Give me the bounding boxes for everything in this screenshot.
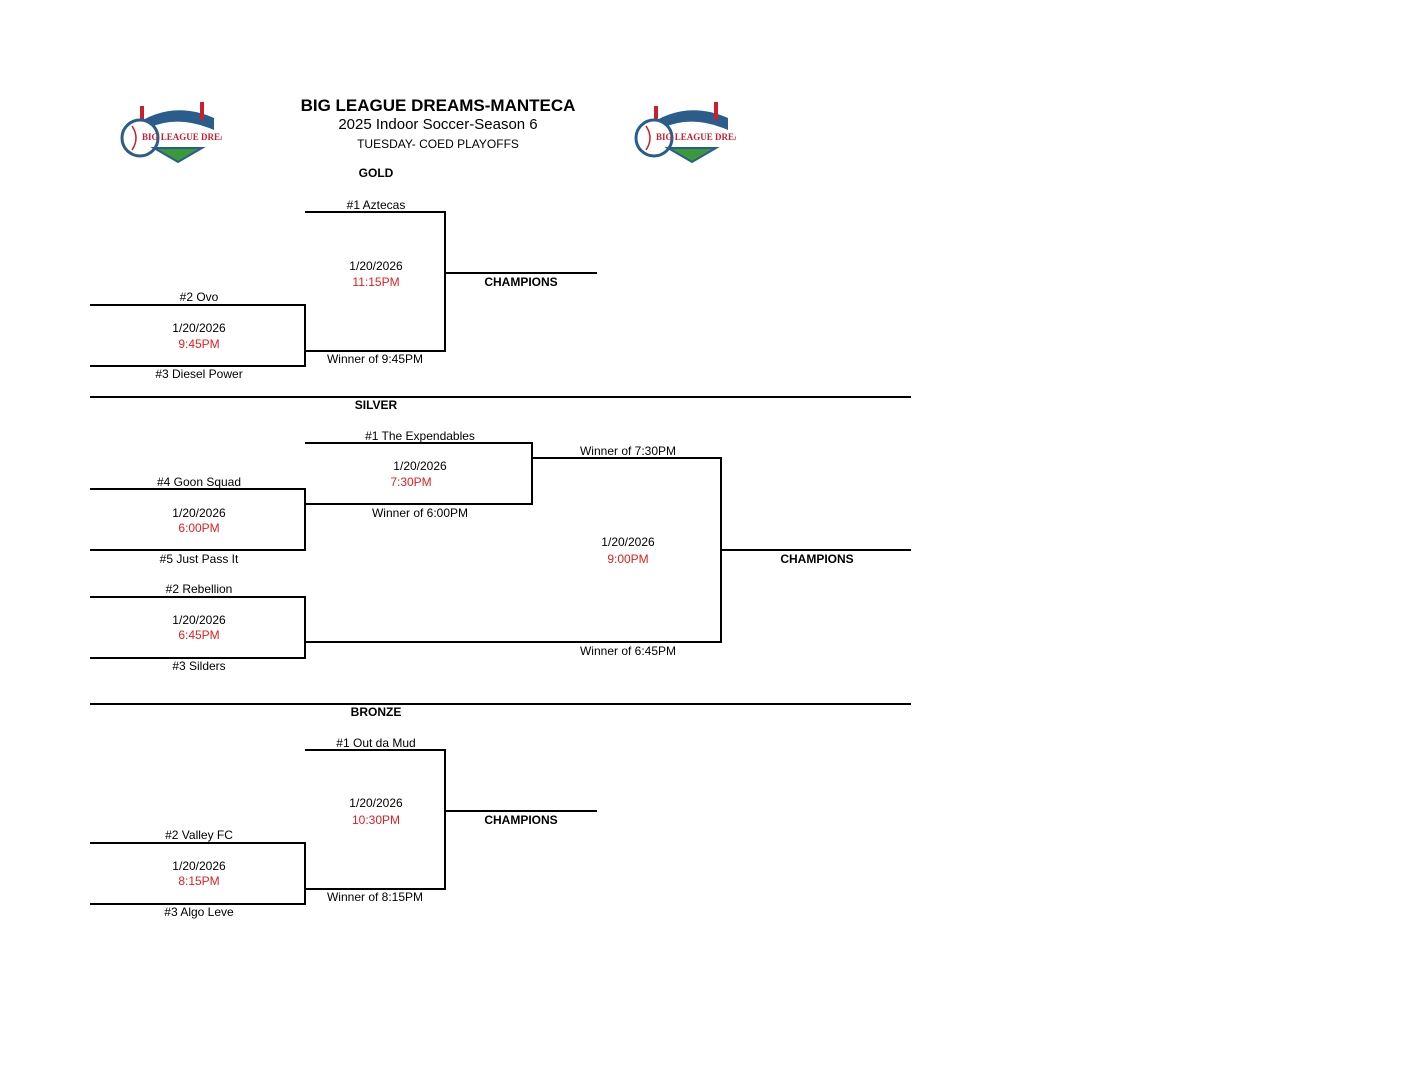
- bracket-line-horizontal: [305, 641, 722, 643]
- bracket-line-vertical: [304, 597, 306, 658]
- bracket-line-horizontal: [305, 350, 446, 352]
- silver-winner-730: Winner of 7:30PM: [579, 444, 677, 458]
- silver-645-time: 6:45PM: [178, 628, 220, 642]
- silver-600-time: 6:00PM: [178, 521, 220, 535]
- silver-730-time: 7:30PM: [390, 475, 432, 489]
- silver-winner-645: Winner of 6:45PM: [579, 644, 677, 658]
- bracket-line-horizontal: [305, 442, 533, 444]
- bracket-line-horizontal: [305, 503, 533, 505]
- silver-seed-4: #4 Goon Squad: [156, 475, 242, 489]
- bronze-heading: BRONZE: [350, 705, 402, 719]
- svg-text:BIG LEAGUE DREAMS: BIG LEAGUE DREAMS: [656, 132, 736, 142]
- bracket-line-horizontal: [305, 888, 446, 890]
- silver-seed-5: #5 Just Pass It: [159, 552, 239, 566]
- gold-final-time: 11:15PM: [352, 275, 400, 289]
- silver-730-date: 1/20/2026: [393, 459, 447, 473]
- gold-seed-1: #1 Aztecas: [346, 198, 406, 212]
- gold-heading: GOLD: [358, 166, 394, 180]
- bracket-line-horizontal: [90, 304, 306, 306]
- silver-seed-1: #1 The Expendables: [365, 429, 475, 443]
- silver-champions: CHAMPIONS: [780, 552, 854, 566]
- bracket-line-vertical: [304, 305, 306, 366]
- gold-final-date: 1/20/2026: [349, 259, 403, 273]
- bronze-seed-2: #2 Valley FC: [165, 828, 233, 842]
- bronze-game1-date: 1/20/2026: [172, 859, 226, 873]
- page-subtitle: 2025 Indoor Soccer-Season 6: [338, 116, 538, 133]
- bronze-final-time: 10:30PM: [351, 813, 401, 827]
- bracket-line-horizontal: [90, 842, 306, 844]
- bracket-line-horizontal: [90, 396, 911, 398]
- page-title: BIG LEAGUE DREAMS-MANTECA: [300, 96, 576, 115]
- event-name: TUESDAY- COED PLAYOFFS: [357, 137, 519, 151]
- bracket-line-vertical: [444, 750, 446, 889]
- bronze-winner-label: Winner of 8:15PM: [326, 890, 424, 904]
- bronze-game1-time: 8:15PM: [178, 874, 220, 888]
- bracket-line-horizontal: [305, 211, 446, 213]
- svg-text:BIG LEAGUE DREAMS: BIG LEAGUE DREAMS: [142, 132, 222, 142]
- bronze-final-date: 1/20/2026: [349, 796, 403, 810]
- bracket-line-horizontal: [445, 271, 597, 275]
- big-league-dreams-logo-left: BIG LEAGUE DREAMS: [120, 102, 222, 164]
- bracket-line-horizontal: [90, 903, 306, 905]
- silver-final-time: 9:00PM: [607, 552, 649, 566]
- bracket-line-horizontal: [721, 548, 911, 552]
- gold-champions: CHAMPIONS: [484, 275, 558, 289]
- silver-600-date: 1/20/2026: [172, 506, 226, 520]
- bronze-seed-3: #3 Algo Leve: [164, 905, 234, 919]
- gold-game1-date: 1/20/2026: [172, 321, 226, 335]
- bracket-line-horizontal: [90, 596, 306, 598]
- bracket-line-vertical: [444, 212, 446, 351]
- bronze-seed-1: #1 Out da Mud: [336, 736, 416, 750]
- gold-winner-label: Winner of 9:45PM: [326, 352, 424, 366]
- silver-heading: SILVER: [354, 398, 398, 412]
- bracket-line-horizontal: [90, 549, 306, 551]
- silver-645-date: 1/20/2026: [172, 613, 226, 627]
- bracket-line-horizontal: [90, 365, 306, 367]
- gold-seed-2: #2 Ovo: [179, 290, 219, 304]
- bracket-line-horizontal: [90, 657, 306, 659]
- bracket-line-horizontal: [90, 488, 306, 490]
- bracket-line-vertical: [531, 443, 533, 504]
- bracket-line-horizontal: [305, 749, 446, 751]
- bronze-champions: CHAMPIONS: [484, 813, 558, 827]
- bracket-line-vertical: [304, 489, 306, 550]
- silver-winner-600: Winner of 6:00PM: [371, 506, 469, 520]
- gold-game1-time: 9:45PM: [178, 337, 220, 351]
- gold-seed-3: #3 Diesel Power: [155, 367, 243, 381]
- bracket-line-horizontal: [90, 703, 911, 705]
- silver-seed-3: #3 Silders: [172, 659, 226, 673]
- bracket-line-horizontal: [532, 457, 722, 459]
- silver-final-date: 1/20/2026: [601, 535, 655, 549]
- bracket-line-horizontal: [445, 809, 597, 813]
- big-league-dreams-logo-right: BIG LEAGUE DREAMS: [634, 102, 736, 164]
- silver-seed-2: #2 Rebellion: [165, 582, 233, 596]
- bracket-line-vertical: [304, 843, 306, 904]
